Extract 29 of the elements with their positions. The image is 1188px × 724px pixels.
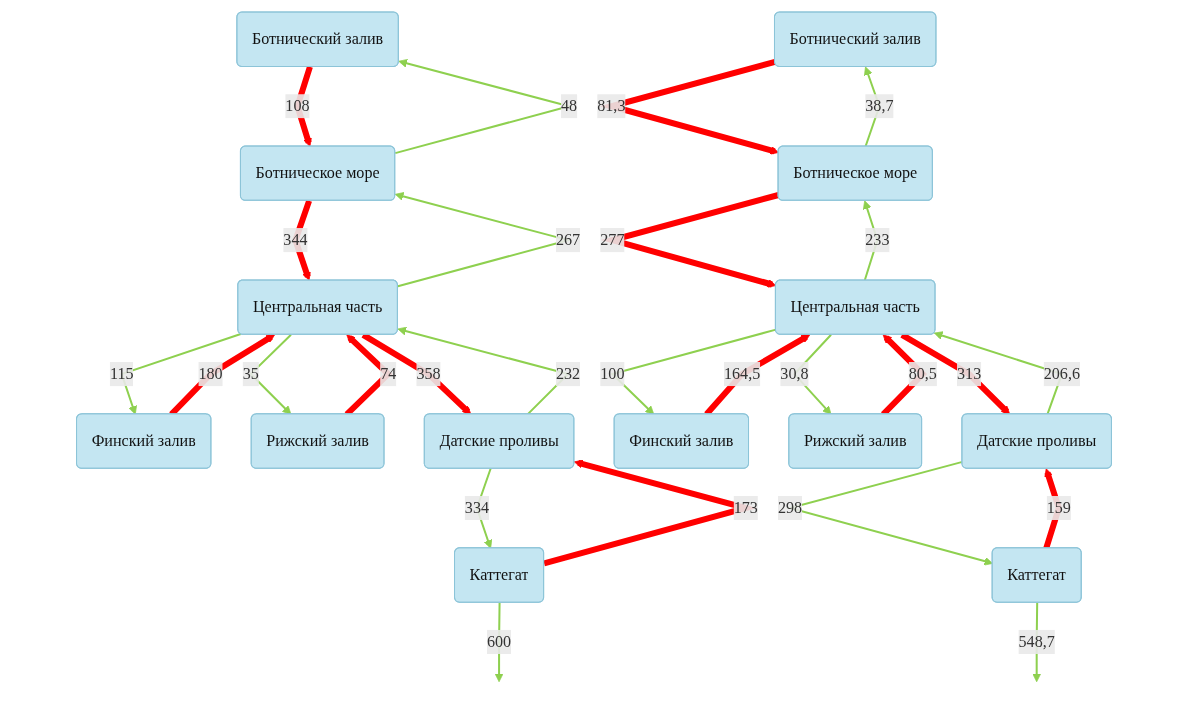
edge-label: 80,5 [908, 365, 937, 383]
edge-label: 48 [561, 97, 578, 115]
edge-label: 267 [555, 231, 581, 249]
edge-label: 81,3 [597, 97, 626, 115]
arrow [543, 459, 758, 567]
edge-label: 233 [865, 231, 890, 249]
arrow [600, 192, 780, 288]
edge-label: 38,7 [865, 97, 894, 115]
edge-label: 232 [555, 365, 581, 383]
edge-label: 108 [285, 97, 310, 115]
edge-label: 159 [1046, 498, 1071, 517]
edge-label: 548,7 [1018, 632, 1055, 651]
edge-label: 173 [733, 498, 758, 517]
edge-label: 164,5 [723, 365, 761, 383]
edge-label: 344 [283, 231, 308, 249]
edge-label: 35 [242, 365, 259, 383]
edge-label: 277 [600, 231, 625, 249]
edge-label: 100 [600, 365, 625, 383]
edge-label: 298 [777, 498, 803, 517]
edge-label: 115 [109, 365, 134, 383]
arrow [599, 59, 779, 155]
edge-label: 313 [957, 365, 982, 383]
edge-label: 180 [198, 365, 223, 383]
edge-label: 30,8 [780, 365, 809, 383]
edge-label: 600 [486, 632, 512, 651]
edge-label: 358 [416, 365, 441, 383]
edge-label: 206,6 [1043, 365, 1080, 383]
edge-label: 334 [464, 498, 489, 517]
edge-label: 74 [380, 365, 397, 383]
